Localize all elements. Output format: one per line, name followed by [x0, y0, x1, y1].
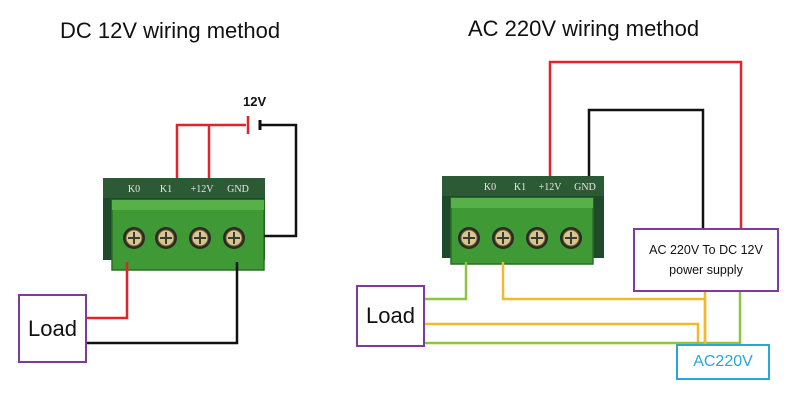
psu-label-line1: AC 220V To DC 12V	[649, 243, 763, 257]
ac220v-box: AC220V	[676, 344, 770, 380]
load-label-ac: Load	[366, 303, 415, 328]
green-wire-k0-ac	[424, 262, 468, 301]
load-box-dc: Load	[18, 294, 87, 363]
terminal-label-k0-ac: K0	[484, 182, 496, 193]
terminal-label-k0-dc: K0	[128, 184, 140, 195]
terminal-label-gnd-ac: GND	[574, 182, 596, 193]
screw-terminal-k1-ac	[492, 227, 514, 249]
ac220v-label: AC220V	[693, 353, 753, 370]
psu-label-line2: power supply	[669, 263, 743, 277]
black-wire-gnd-dc	[260, 123, 298, 238]
terminal-label-k1-ac: K1	[514, 182, 526, 193]
black-wire-load-dc	[86, 262, 239, 345]
dc-title: DC 12V wiring method	[60, 18, 281, 43]
relay-board-ac: K0 K1 +12V GND	[442, 176, 604, 265]
dc-wires	[86, 116, 298, 345]
red-wire-12v-ac	[548, 60, 743, 230]
red-wire-k1-dc	[175, 123, 246, 178]
relay-board-dc: K0 K1 +12V GND	[103, 178, 265, 271]
terminal-label-gnd-dc: GND	[227, 184, 249, 195]
terminal-label-12v-dc: +12V	[191, 184, 215, 195]
load-box-ac: Load	[356, 285, 425, 347]
screw-terminal-k0-dc	[123, 227, 145, 249]
battery-label: 12V	[243, 94, 267, 109]
screw-terminal-k0-ac	[458, 227, 480, 249]
black-wire-gnd-ac	[587, 108, 705, 230]
screw-terminal-k1-dc	[155, 227, 177, 249]
power-supply-box: AC 220V To DC 12V power supply	[633, 228, 779, 292]
ac-title: AC 220V wiring method	[468, 16, 700, 41]
yellow-wire-load-ac	[424, 322, 700, 346]
load-label-dc: Load	[28, 315, 77, 341]
screw-terminal-12v-dc	[189, 227, 211, 249]
terminal-label-12v-ac: +12V	[539, 182, 563, 193]
screw-terminal-12v-ac	[526, 227, 548, 249]
screw-terminal-gnd-ac	[560, 227, 582, 249]
terminal-label-k1-dc: K1	[160, 184, 172, 195]
screw-terminal-gnd-dc	[223, 227, 245, 249]
red-wire-load-dc	[86, 262, 129, 320]
